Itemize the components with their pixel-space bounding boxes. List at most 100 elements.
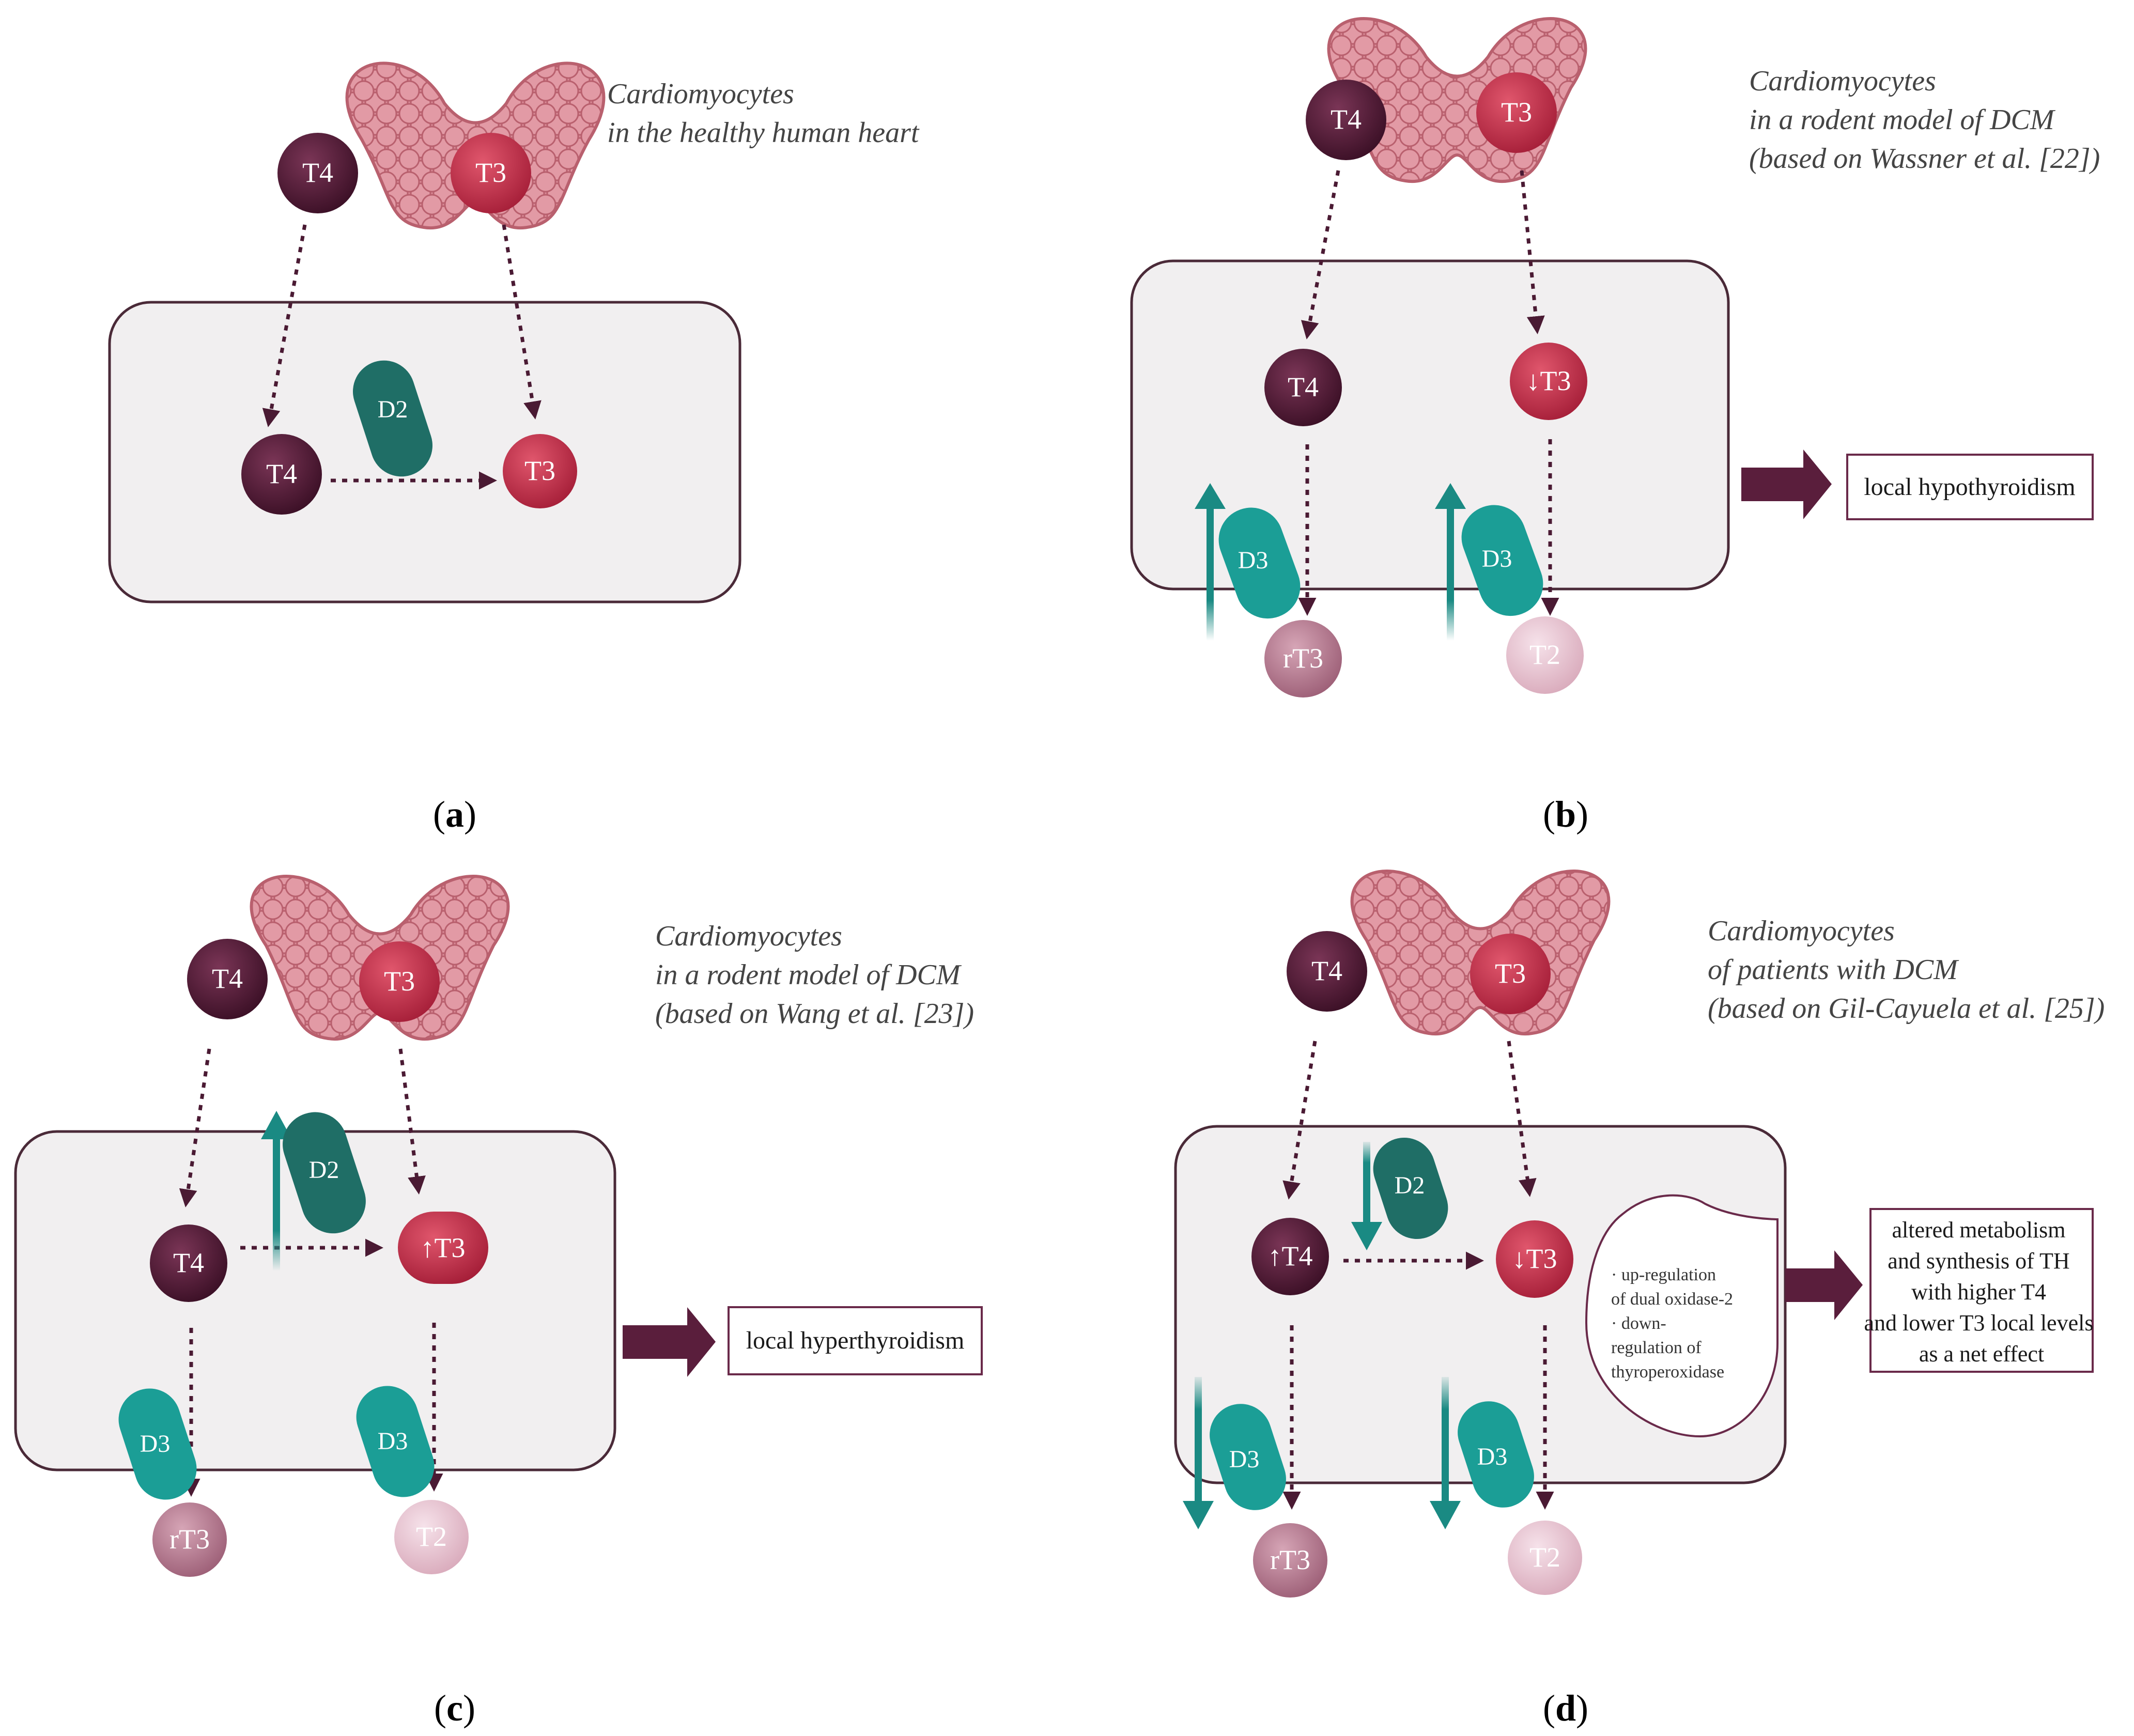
note-line: thyroperoxidase bbox=[1611, 1362, 1724, 1382]
gland-t4-molecule: T4 bbox=[277, 133, 358, 213]
caption-line: Cardiomyocytes bbox=[1749, 65, 1936, 97]
outcome-box bbox=[728, 1306, 983, 1375]
label-paren: ( bbox=[1543, 1687, 1555, 1729]
label-letter: b bbox=[1555, 794, 1576, 835]
deiodinase-enzyme-icon: D2 bbox=[283, 1112, 366, 1234]
outcome-text: local hyperthyroidism bbox=[746, 1327, 965, 1354]
product-t2-molecule: T2 bbox=[394, 1500, 469, 1574]
cell-t4-molecule: ↑T4 bbox=[1251, 1218, 1329, 1295]
cell-t4-label: T4 bbox=[173, 1247, 204, 1278]
panel-b-label: (b) bbox=[1543, 794, 1588, 835]
d3-label: D3 bbox=[1477, 1443, 1508, 1470]
panel-a: T4 T3 Cardiomyocytes in the healthy huma… bbox=[108, 61, 920, 835]
gland-t4-label: T4 bbox=[212, 963, 243, 994]
gland-t4-molecule: T4 bbox=[1287, 931, 1367, 1012]
downregulation-arrow-icon bbox=[1430, 1377, 1461, 1529]
d3-label: D3 bbox=[1229, 1446, 1260, 1473]
deiodinase-enzyme-icon: D3 bbox=[1210, 1404, 1286, 1510]
cell-t4-label: T4 bbox=[1288, 371, 1319, 402]
rt3-label: rT3 bbox=[169, 1524, 210, 1555]
caption-line: in a rodent model of DCM bbox=[1749, 104, 2056, 136]
dotted-arrow-icon bbox=[1301, 170, 1340, 339]
upregulation-arrow-icon bbox=[1195, 483, 1226, 641]
outcome-line: and synthesis of TH bbox=[1888, 1248, 2069, 1274]
caption-line: of patients with DCM bbox=[1708, 954, 1959, 986]
caption-line: Cardiomyocytes bbox=[1708, 915, 1895, 947]
deiodinase-enzyme-icon: D3 bbox=[118, 1388, 197, 1500]
label-paren: ) bbox=[463, 1687, 475, 1729]
panel-a-label: (a) bbox=[433, 794, 476, 835]
product-t2-molecule: T2 bbox=[1506, 616, 1584, 694]
cell-t4-molecule: T4 bbox=[241, 434, 322, 515]
outcome-line: as a net effect bbox=[1919, 1341, 2044, 1367]
panel-d: T4 T3 Cardiomyocytes of patients with DC… bbox=[1174, 870, 2105, 1729]
panel-c: T4 T3 Cardiomyocytes in a rodent model o… bbox=[14, 875, 983, 1729]
panel-a-caption: Cardiomyocytes in the healthy human hear… bbox=[607, 78, 920, 149]
cell-t3-label: T3 bbox=[524, 455, 555, 486]
label-paren: ) bbox=[1576, 794, 1588, 835]
gland-t3-label: T3 bbox=[475, 157, 506, 188]
caption-line: (based on Gil-Cayuela et al. [25]) bbox=[1708, 993, 2105, 1025]
t2-label: T2 bbox=[1529, 639, 1560, 670]
block-arrow-icon bbox=[1741, 450, 1832, 519]
product-rt3-molecule: rT3 bbox=[152, 1502, 227, 1577]
gland-t3-molecule: T3 bbox=[1470, 934, 1551, 1014]
d3-label: D3 bbox=[1238, 547, 1269, 574]
label-paren: ) bbox=[1576, 1687, 1588, 1729]
outcome-line: altered metabolism bbox=[1892, 1217, 2066, 1243]
block-arrow-icon bbox=[623, 1307, 716, 1377]
outcome-line: and lower T3 local levels bbox=[1864, 1310, 2094, 1336]
gland-t3-label: T3 bbox=[1501, 97, 1532, 128]
deiodinase-enzyme-icon: D3 bbox=[1458, 1401, 1534, 1508]
caption-line: in the healthy human heart bbox=[607, 117, 920, 149]
gland-t4-molecule: T4 bbox=[1306, 80, 1386, 160]
d2-label: D2 bbox=[378, 396, 408, 423]
t2-label: T2 bbox=[416, 1521, 447, 1552]
cell-t4-label: T4 bbox=[266, 458, 297, 489]
dotted-arrow-icon bbox=[502, 224, 542, 420]
gland-t4-label: T4 bbox=[1311, 955, 1342, 986]
cell-t3-molecule: ↓T3 bbox=[1510, 343, 1587, 420]
cell-t4-molecule: T4 bbox=[1264, 349, 1342, 426]
outcome-text: local hypothyroidism bbox=[1864, 473, 2075, 501]
cell-t3-molecule: ↑T3 bbox=[398, 1212, 488, 1284]
gland-t3-molecule: T3 bbox=[451, 133, 531, 213]
outcome-box bbox=[1869, 1208, 2094, 1373]
gland-t4-label: T4 bbox=[1331, 104, 1362, 135]
gland-t4-molecule: T4 bbox=[187, 939, 268, 1019]
label-letter: d bbox=[1555, 1687, 1576, 1729]
label-paren: ) bbox=[464, 794, 476, 835]
cell-t4-label: ↑T4 bbox=[1268, 1241, 1313, 1272]
rt3-label: rT3 bbox=[1283, 643, 1323, 674]
label-paren: ( bbox=[433, 794, 445, 835]
block-arrow-icon bbox=[1785, 1250, 1863, 1320]
note-line: · up-regulation bbox=[1611, 1265, 1716, 1284]
caption-line: Cardiomyocytes bbox=[607, 78, 794, 110]
note-line: of dual oxidase-2 bbox=[1611, 1290, 1733, 1309]
d2-label: D2 bbox=[309, 1156, 339, 1184]
deiodinase-enzyme-icon: D3 bbox=[1218, 507, 1301, 619]
label-letter: c bbox=[446, 1687, 463, 1729]
dotted-arrow-icon bbox=[1520, 170, 1545, 334]
caption-line: Cardiomyocytes bbox=[655, 920, 842, 952]
product-t2-molecule: T2 bbox=[1508, 1521, 1582, 1595]
dotted-arrow-icon bbox=[1282, 1041, 1317, 1200]
downregulation-arrow-icon bbox=[1183, 1377, 1214, 1529]
caption-line: in a rodent model of DCM bbox=[655, 959, 962, 991]
outcome-box bbox=[1846, 454, 2094, 520]
upregulation-arrow-icon bbox=[261, 1111, 292, 1271]
panel-d-caption: Cardiomyocytes of patients with DCM (bas… bbox=[1708, 915, 2105, 1025]
gland-t4-label: T4 bbox=[302, 157, 333, 188]
outcome-line: with higher T4 bbox=[1911, 1279, 2046, 1305]
upregulation-arrow-icon bbox=[1435, 483, 1466, 641]
gland-t3-molecule: T3 bbox=[359, 941, 440, 1022]
dotted-arrow-icon bbox=[1507, 1041, 1537, 1197]
outcome-text: altered metabolism and synthesis of TH w… bbox=[1864, 1217, 2099, 1367]
product-rt3-molecule: rT3 bbox=[1264, 620, 1342, 698]
d2-label: D2 bbox=[1395, 1172, 1425, 1199]
deiodinase-enzyme-icon: D3 bbox=[1461, 505, 1543, 616]
cell-t3-label: ↓T3 bbox=[1512, 1243, 1557, 1274]
deiodinase-enzyme-icon: D2 bbox=[1373, 1137, 1448, 1239]
cardiomyocyte-cell bbox=[1130, 259, 1730, 591]
